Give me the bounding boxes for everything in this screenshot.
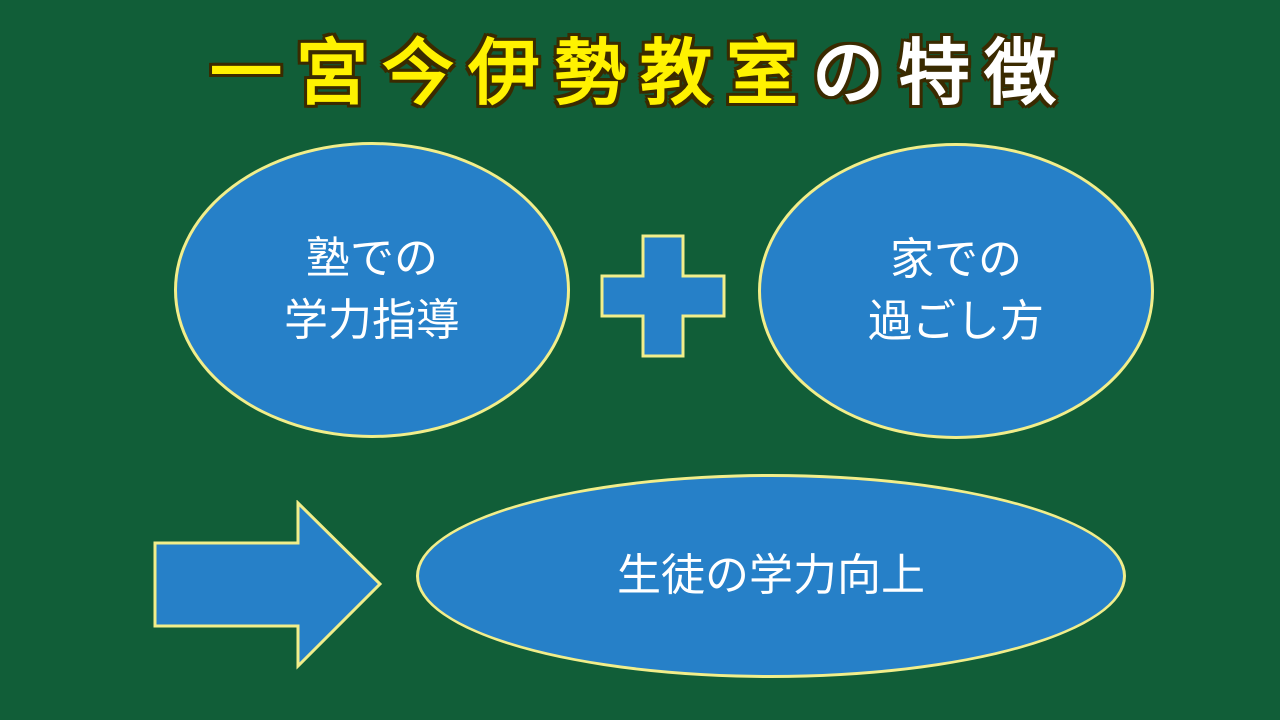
- juku-guidance-line2: 学力指導: [284, 295, 460, 346]
- page-title-highlight: 一宮今伊勢教室: [209, 31, 812, 115]
- juku-guidance-line1: 塾での: [306, 233, 438, 284]
- home-life-ellipse: 家での 過ごし方: [758, 143, 1154, 439]
- home-life-line1: 家での: [890, 234, 1022, 285]
- result-label: 生徒の学力向上: [617, 550, 925, 601]
- plus-icon: [600, 234, 726, 358]
- result-ellipse: 生徒の学力向上: [416, 474, 1126, 678]
- juku-guidance-ellipse: 塾での 学力指導: [174, 142, 570, 438]
- arrow-right-icon: [153, 500, 383, 670]
- page-title-rest: の特徴: [812, 31, 1071, 115]
- home-life-line2: 過ごし方: [868, 296, 1044, 347]
- page-title: 一宮今伊勢教室の特徴: [0, 28, 1280, 118]
